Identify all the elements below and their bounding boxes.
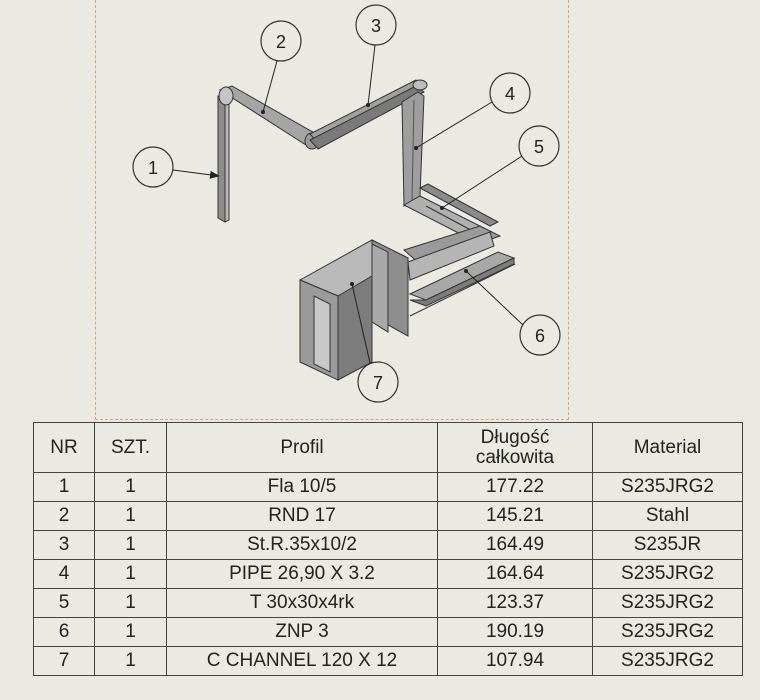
cell-nr: 5: [33, 588, 95, 618]
cell-dlugosc: 164.64: [437, 559, 593, 589]
part-2-round-bar: [218, 85, 320, 150]
balloon-number: 3: [371, 16, 381, 36]
cell-material: S235JR: [592, 530, 743, 560]
header-profil: Profil: [166, 422, 438, 473]
cell-material: S235JRG2: [592, 472, 743, 502]
balloon-5: 5: [440, 125, 560, 210]
table-row: 6 1 ZNP 3 190.19 S235JRG2: [33, 617, 743, 647]
table-row: 5 1 T 30x30x4rk 123.37 S235JRG2: [33, 588, 743, 618]
cell-nr: 6: [33, 617, 95, 647]
cell-dlugosc: 107.94: [437, 646, 593, 676]
cell-nr: 7: [33, 646, 95, 676]
part-6-z-profile: [403, 225, 516, 317]
header-dlugosc-line2: całkowita: [475, 446, 555, 468]
cell-profil: St.R.35x10/2: [166, 530, 438, 560]
part-1-flat-bar: [217, 95, 230, 223]
header-dlugosc: Długość całkowita: [437, 422, 593, 473]
cell-nr: 2: [33, 501, 95, 531]
cell-profil: T 30x30x4rk: [166, 588, 438, 618]
header-szt: SZT.: [94, 422, 167, 473]
balloon-number: 2: [276, 32, 286, 52]
drawing-view: [95, 0, 569, 420]
balloon-number: 4: [505, 84, 515, 104]
cell-nr: 1: [33, 472, 95, 502]
table-row: 4 1 PIPE 26,90 X 3.2 164.64 S235JRG2: [33, 559, 743, 589]
cell-profil: C CHANNEL 120 X 12: [166, 646, 438, 676]
balloon-2: 2: [260, 20, 302, 114]
balloon-number: 7: [373, 373, 383, 393]
cell-szt: 1: [94, 472, 167, 502]
balloon-number: 5: [534, 137, 544, 157]
cell-dlugosc: 123.37: [437, 588, 593, 618]
part-4-pipe: [401, 91, 425, 207]
cell-szt: 1: [94, 646, 167, 676]
cell-profil: Fla 10/5: [166, 472, 438, 502]
balloon-4: 4: [414, 72, 531, 150]
table-row: 3 1 St.R.35x10/2 164.49 S235JR: [33, 530, 743, 560]
part-7-c-channel: [298, 239, 410, 381]
cell-material: Stahl: [592, 501, 743, 531]
cell-material: S235JRG2: [592, 617, 743, 647]
cell-profil: PIPE 26,90 X 3.2: [166, 559, 438, 589]
cell-material: S235JRG2: [592, 588, 743, 618]
cell-dlugosc: 145.21: [437, 501, 593, 531]
cell-szt: 1: [94, 501, 167, 531]
table-header-row: NR SZT. Profil Długość całkowita Materia…: [33, 422, 743, 473]
table-row: 1 1 Fla 10/5 177.22 S235JRG2: [33, 472, 743, 502]
balloon-7: 7: [350, 282, 399, 403]
table-row: 7 1 C CHANNEL 120 X 12 107.94 S235JRG2: [33, 646, 743, 676]
cell-material: S235JRG2: [592, 559, 743, 589]
cell-szt: 1: [94, 559, 167, 589]
balloon-3: 3: [355, 4, 397, 107]
cell-dlugosc: 164.49: [437, 530, 593, 560]
balloon-6: 6: [464, 269, 561, 356]
cell-dlugosc: 190.19: [437, 617, 593, 647]
part-3-rect-bar: [309, 79, 428, 150]
cell-profil: ZNP 3: [166, 617, 438, 647]
bill-of-materials-table: NR SZT. Profil Długość całkowita Materia…: [33, 422, 743, 676]
balloon-1: 1: [132, 146, 220, 188]
cell-nr: 4: [33, 559, 95, 589]
balloon-number: 6: [535, 326, 545, 346]
header-material: Material: [592, 422, 743, 473]
cell-szt: 1: [94, 530, 167, 560]
cell-dlugosc: 177.22: [437, 472, 593, 502]
cell-profil: RND 17: [166, 501, 438, 531]
header-nr: NR: [33, 422, 95, 473]
cell-nr: 3: [33, 530, 95, 560]
cell-material: S235JRG2: [592, 646, 743, 676]
header-dlugosc-line1: Długość: [480, 426, 550, 448]
table-row: 2 1 RND 17 145.21 Stahl: [33, 501, 743, 531]
cell-szt: 1: [94, 617, 167, 647]
assembly-drawing: 1 2 3 4 5 6 7: [132, 4, 561, 403]
balloon-number: 1: [148, 158, 158, 178]
cell-szt: 1: [94, 588, 167, 618]
